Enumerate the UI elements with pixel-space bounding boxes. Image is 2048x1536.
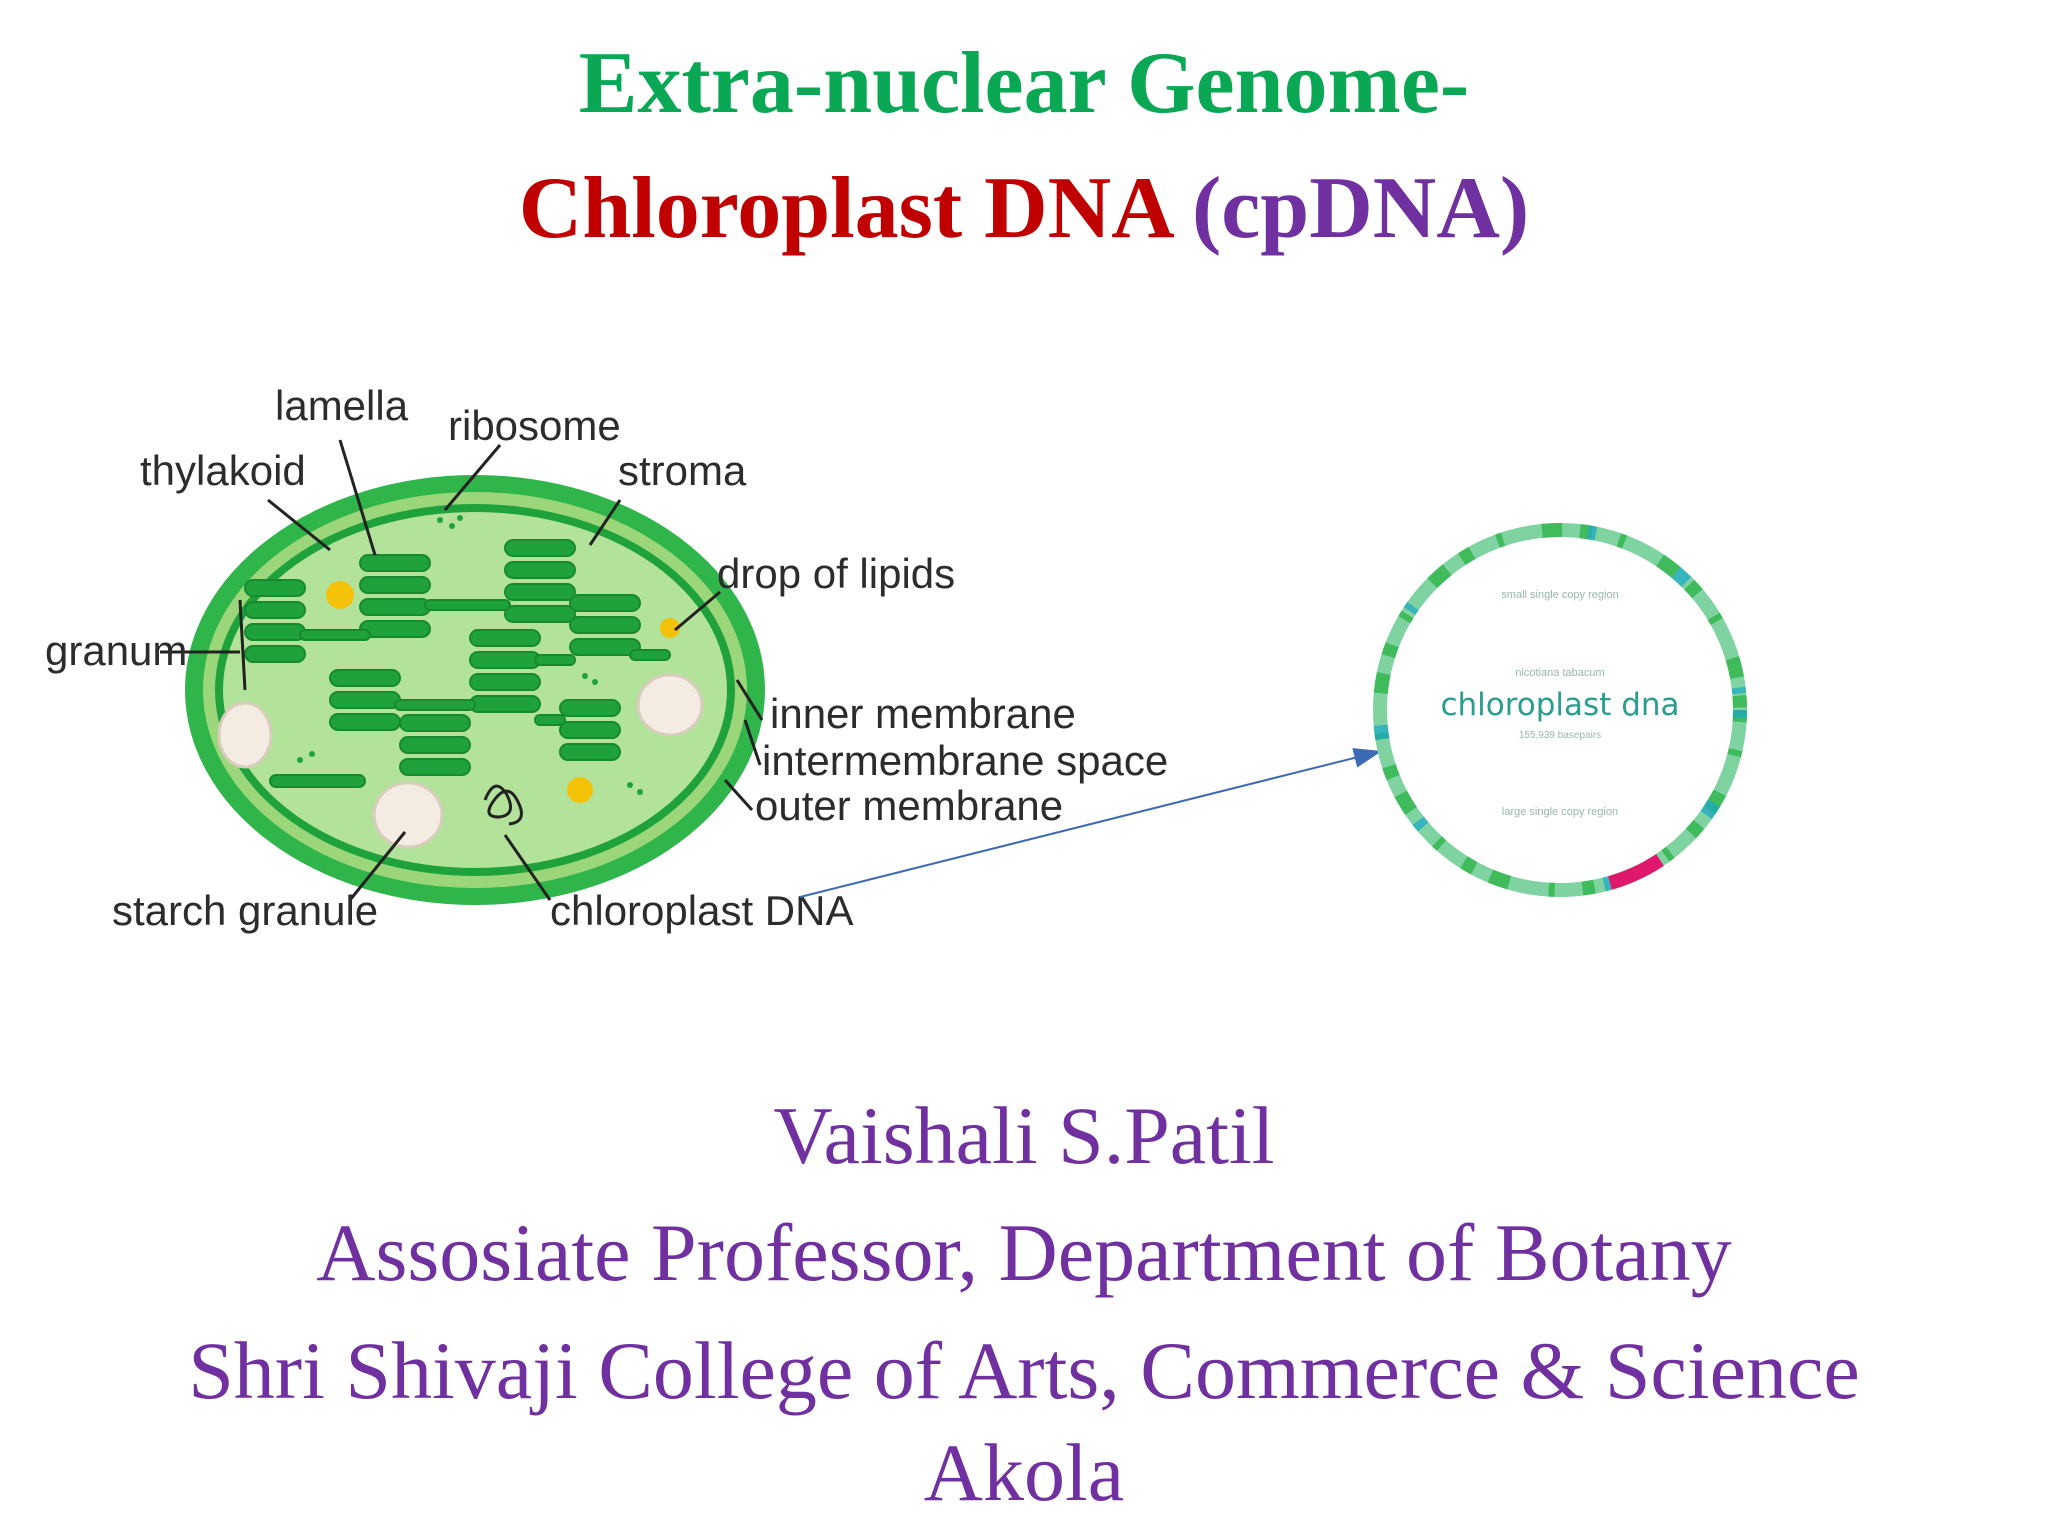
grana-stacks [244,539,671,788]
label-chloroplast-dna: chloroplast DNA [550,887,853,934]
label-inner-membrane: inner membrane [770,690,1076,737]
label-stroma: stroma [618,447,747,494]
ribosome-dots [297,515,643,795]
chloroplast-illustration [185,475,765,905]
pointer-arrow [799,748,1382,898]
leader-lines [160,439,764,901]
plasmid-title: chloroplast dna [1440,687,1679,723]
author-city: Akola [923,1427,1125,1518]
label-drop-of-lipids: drop of lipids [717,550,955,597]
author-institution: Shri Shivaji College of Arts, Commerce &… [188,1325,1860,1416]
author-position: Assosiate Professor, Department of Botan… [316,1207,1732,1298]
title-line-2: Chloroplast DNA (cpDNA) [0,165,2048,253]
lipid-drop-1 [326,581,354,609]
title-cpdna: (cpDNA) [1191,160,1530,257]
title-chloroplast-dna: Chloroplast DNA [518,160,1170,257]
starch-granules [217,673,704,849]
plasmid-region-bottom: large single copy region [1502,806,1618,818]
dna-squiggle [483,784,523,826]
plasmid-accent-segment [1607,854,1664,890]
label-intermembrane-space: intermembrane space [762,737,1168,784]
label-outer-membrane: outer membrane [755,782,1063,829]
lipid-drop-2 [660,618,680,638]
label-starch-granule: starch granule [112,887,378,934]
title-line-1: Extra-nuclear Genome- [578,35,1470,132]
label-ribosome: ribosome [448,402,621,449]
cpdna-circular-map: small single copy region nicotiana tabac… [1373,523,1747,897]
lipid-drop-3 [567,777,593,803]
author-name: Vaishali S.Patil [773,1090,1275,1181]
plasmid-organism: nicotiana tabacum [1515,667,1604,679]
label-thylakoid: thylakoid [140,447,306,494]
plasmid-size: 155,939 basepairs [1519,730,1601,741]
plasmid-region-top: small single copy region [1501,589,1618,601]
label-lamella: lamella [275,382,409,429]
label-granum: granum [45,627,187,674]
